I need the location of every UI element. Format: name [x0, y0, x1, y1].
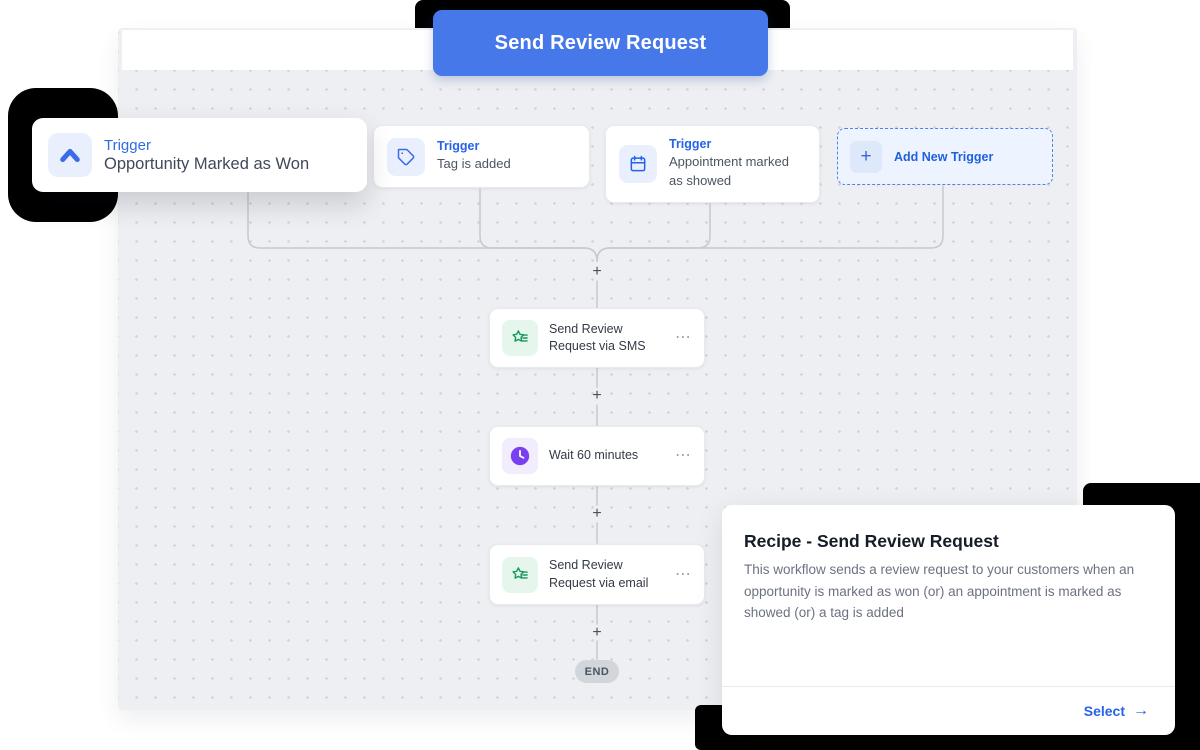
calendar-icon: [619, 145, 657, 183]
add-step-plus-icon[interactable]: +: [592, 624, 602, 641]
trigger-title: Appointment marked as showed: [669, 154, 789, 188]
trigger-type-label: Trigger: [104, 136, 151, 154]
chevron-up-icon: [48, 133, 92, 177]
trigger-card-tag-added[interactable]: Trigger Tag is added: [373, 125, 590, 188]
plus-icon: +: [850, 140, 882, 173]
arrow-right-icon: →: [1133, 702, 1149, 719]
action-node-label: Send Review Request via email: [549, 558, 649, 590]
trigger-title: Tag is added: [437, 156, 511, 172]
review-star-icon: [502, 320, 538, 356]
add-new-trigger-button[interactable]: + Add New Trigger: [837, 128, 1053, 185]
add-step-plus-icon[interactable]: +: [592, 263, 602, 280]
send-review-request-banner-button[interactable]: Send Review Request: [433, 10, 768, 76]
action-node-wait[interactable]: Wait 60 minutes ⋯: [489, 426, 705, 486]
trigger-card-appointment-showed[interactable]: Trigger Appointment marked as showed: [605, 125, 820, 203]
select-label: Select: [1083, 703, 1125, 719]
node-menu-ellipsis-icon[interactable]: ⋯: [675, 565, 692, 583]
node-menu-ellipsis-icon[interactable]: ⋯: [675, 329, 692, 346]
trigger-type-label: Trigger: [437, 139, 480, 154]
recipe-card-footer: Select →: [722, 686, 1175, 735]
recipe-description: This workflow sends a review request to …: [744, 562, 1135, 621]
trigger-type-label: Trigger: [669, 137, 712, 152]
review-star-icon: [502, 556, 538, 593]
recipe-card: Recipe - Send Review Request This workfl…: [722, 505, 1175, 735]
node-menu-ellipsis-icon[interactable]: ⋯: [675, 447, 692, 464]
add-step-plus-icon[interactable]: +: [592, 505, 602, 522]
trigger-title: Opportunity Marked as Won: [104, 154, 310, 173]
action-node-send-email[interactable]: Send Review Request via email ⋯: [489, 544, 705, 605]
workflow-end-badge: END: [575, 660, 619, 683]
action-node-send-sms[interactable]: Send Review Request via SMS ⋯: [489, 308, 705, 368]
select-recipe-button[interactable]: Select →: [1083, 702, 1149, 720]
trigger-card-opportunity-won[interactable]: Trigger Opportunity Marked as Won: [32, 118, 367, 192]
add-step-plus-icon[interactable]: +: [592, 387, 602, 404]
action-node-label: Wait 60 minutes: [549, 448, 639, 463]
add-new-trigger-label: Add New Trigger: [894, 149, 994, 164]
recipe-title: Recipe - Send Review Request: [744, 531, 999, 551]
clock-icon: [502, 438, 538, 474]
tag-icon: [387, 137, 425, 176]
action-node-label: Send Review Request via SMS: [549, 321, 646, 354]
